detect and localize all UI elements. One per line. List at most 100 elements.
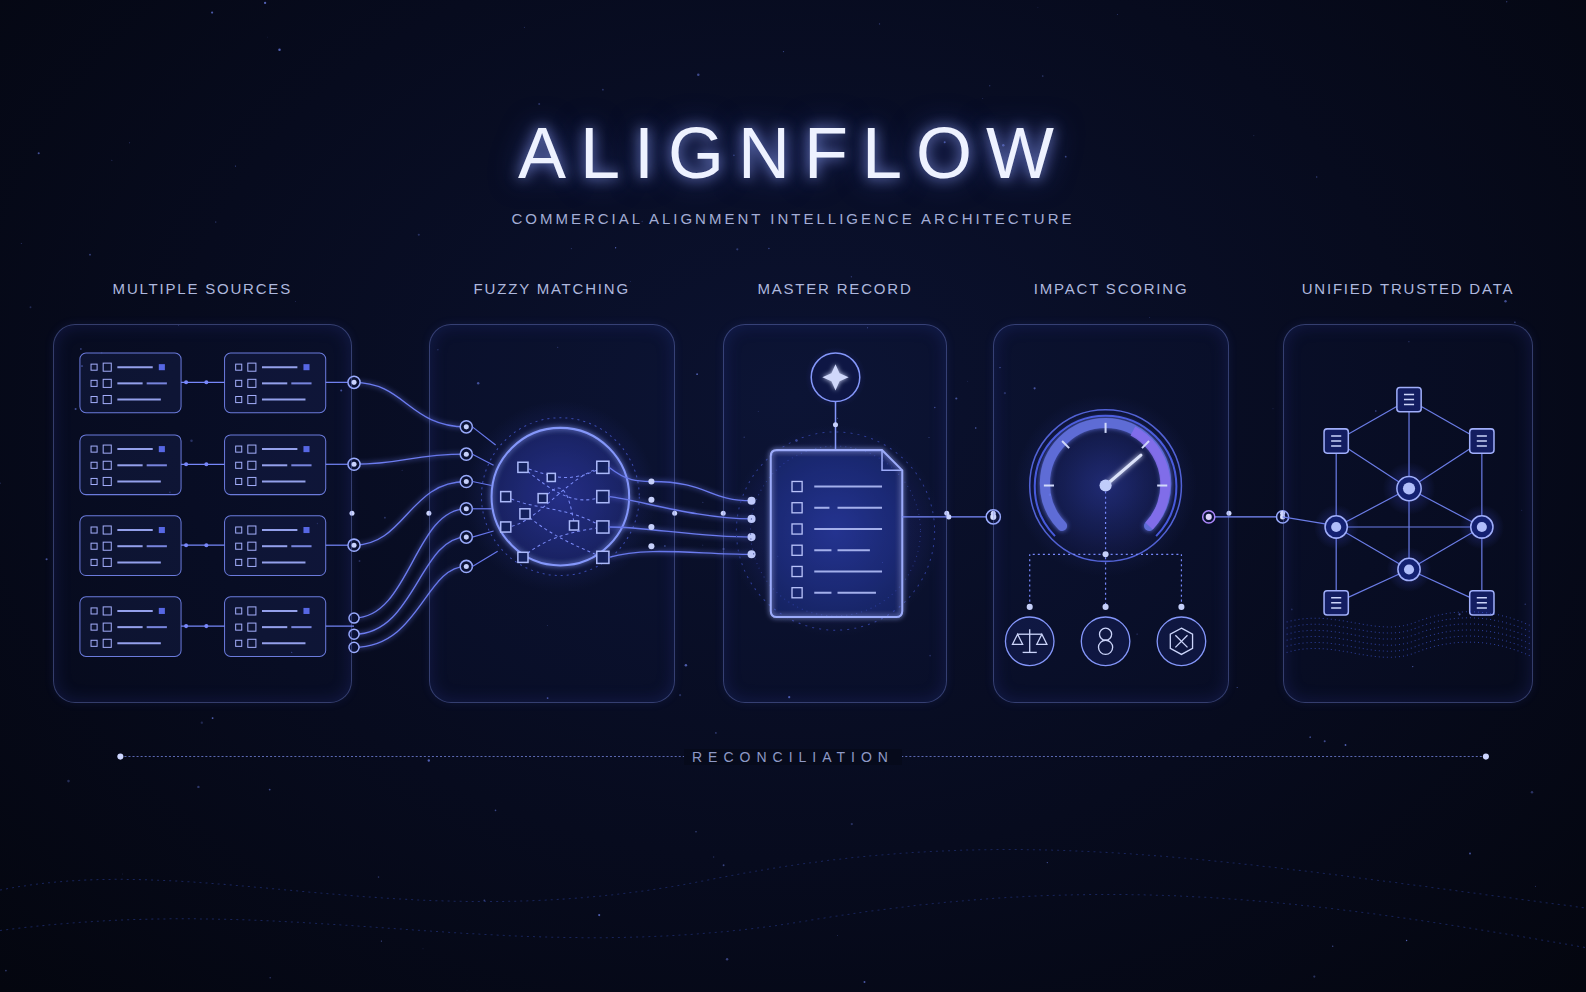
star-dot — [1313, 976, 1315, 978]
star-dot — [1253, 135, 1254, 136]
star-dot — [215, 221, 217, 223]
star-dot — [630, 281, 632, 283]
star-dot — [46, 558, 48, 560]
star-dot — [401, 469, 403, 471]
star-dot — [695, 831, 697, 833]
star-dot — [1237, 687, 1238, 688]
star-dot — [1309, 736, 1311, 738]
stage-panel: UNIFIED TRUSTED DATA — [1283, 324, 1534, 703]
star-dot — [495, 810, 497, 812]
stage-heading: MASTER RECORD — [757, 280, 912, 297]
star-dot — [715, 732, 716, 733]
star-dot — [1514, 322, 1516, 324]
star-dot — [696, 373, 698, 375]
star-dot — [955, 397, 957, 399]
star-dot — [0, 482, 1, 484]
star-dot — [538, 103, 540, 105]
star-dot — [384, 517, 386, 519]
star-dot — [697, 74, 700, 77]
star-dot — [982, 98, 984, 100]
section-label: RECONCILIATION — [684, 749, 902, 765]
stage-panel: MULTIPLE SOURCES — [53, 324, 352, 703]
star-dot — [1272, 408, 1274, 410]
star-dot — [267, 36, 269, 38]
star-dot — [975, 427, 977, 429]
stage-heading: IMPACT SCORING — [1034, 280, 1189, 297]
star-dot — [129, 142, 130, 143]
stage-panel: FUZZY MATCHING — [429, 324, 675, 703]
star-dot — [1047, 862, 1048, 863]
star-dot — [269, 977, 271, 979]
flow-connector — [352, 513, 429, 515]
flow-connector — [675, 513, 724, 515]
star-dot — [702, 544, 704, 546]
star-dot — [602, 89, 604, 91]
star-dot — [837, 935, 839, 937]
star-dot — [21, 243, 22, 244]
star-dot — [359, 560, 361, 562]
star-dot — [378, 876, 380, 878]
star-dot — [30, 306, 32, 308]
flow-connector — [1229, 513, 1283, 515]
star-dot — [726, 958, 728, 960]
star-dot — [523, 26, 525, 28]
stage-panel: MASTER RECORD — [723, 324, 947, 703]
star-dot — [1037, 7, 1039, 9]
star-dot — [736, 248, 738, 250]
star-dot — [723, 864, 725, 866]
star-dot — [197, 786, 199, 788]
star-dot — [1531, 791, 1533, 793]
star-dot — [38, 152, 40, 154]
star-dot — [1316, 176, 1317, 177]
star-dot — [615, 247, 616, 248]
star-dot — [466, 990, 468, 992]
stage-panel: IMPACT SCORING — [993, 324, 1229, 703]
star-dot — [428, 759, 430, 761]
star-dot — [212, 717, 214, 719]
star-dot — [269, 789, 271, 791]
star-dot — [864, 981, 866, 983]
star-dot — [89, 254, 91, 256]
star-dot — [5, 970, 7, 972]
star-dot — [1469, 852, 1471, 854]
star-dot — [1345, 744, 1347, 746]
star-dot — [879, 23, 880, 24]
star-dot — [1117, 14, 1118, 15]
star-dot — [295, 301, 297, 303]
star-dot — [381, 940, 382, 941]
star-dot — [967, 380, 969, 382]
star-dot — [1324, 740, 1326, 742]
star-dot — [1535, 886, 1536, 887]
star-dot — [264, 2, 266, 4]
star-dot — [989, 85, 991, 87]
diagram-subtitle: COMMERCIAL ALIGNMENT INTELLIGENCE ARCHIT… — [0, 210, 1586, 227]
star-dot — [418, 234, 420, 236]
star-dot — [571, 248, 572, 249]
stage-heading: FUZZY MATCHING — [474, 280, 630, 297]
diagram-title: ALIGNFLOW — [0, 112, 1586, 194]
star-dot — [1332, 946, 1334, 948]
star-dot — [679, 694, 681, 696]
star-dot — [1406, 940, 1407, 941]
star-dot — [598, 914, 600, 916]
star-dot — [851, 823, 853, 825]
star-dot — [67, 780, 70, 783]
star-dot — [235, 165, 236, 166]
stage-heading: MULTIPLE SOURCES — [113, 280, 292, 297]
star-dot — [422, 948, 424, 950]
star-dot — [211, 12, 213, 14]
star-dot — [783, 51, 784, 52]
star-dot — [121, 873, 123, 875]
star-dot — [702, 501, 704, 503]
star-dot — [111, 159, 113, 161]
stage-heading: UNIFIED TRUSTED DATA — [1302, 280, 1515, 297]
star-dot — [1149, 316, 1151, 318]
star-dot — [201, 722, 203, 724]
star-dot — [713, 856, 715, 858]
star-dot — [685, 664, 688, 667]
star-dot — [278, 48, 281, 51]
star-dot — [768, 248, 770, 250]
star-dot — [851, 276, 852, 277]
flow-connector — [947, 513, 994, 515]
star-dot — [1504, 300, 1506, 302]
